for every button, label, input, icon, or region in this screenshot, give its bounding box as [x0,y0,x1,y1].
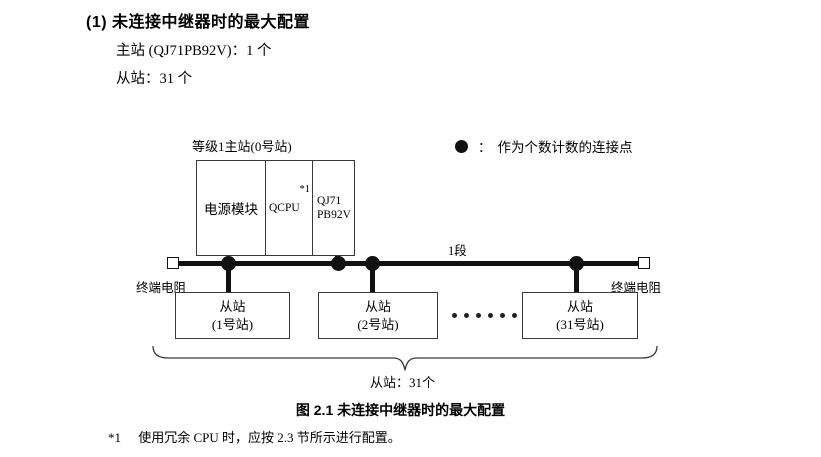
network-module-cell: QJ71 PB92V [313,161,354,255]
slave-station-number: (31号站) [556,316,604,332]
footnote: *1 使用冗余 CPU 时，应按 2.3 节所示进行配置。 [108,427,401,446]
footnote-marker: *1 [108,430,121,445]
terminal-resistor-right-label: 终端电阻 [611,281,662,295]
network-module-line2: PB92V [317,209,351,221]
figure-caption: 图 2.1 未连接中继器时的最大配置 [295,402,506,418]
qcpu-label: QCPU [269,202,300,214]
slave-group-caption: 从站：31个 [369,375,435,390]
terminal-resistor-left-label: 终端电阻 [136,281,187,295]
master-station-label: 等级1主站(0号站) [192,139,292,154]
ellipsis-dot [500,313,505,318]
ellipsis-dot [464,313,469,318]
bus-line [177,261,641,266]
slave-drop-line [574,266,579,292]
slave-drop-line [370,266,375,292]
qcpu-footnote-marker: *1 [299,184,311,195]
slave-group-caption-wrap: 从站：31个 [0,372,821,391]
footnote-text: 使用冗余 CPU 时，应按 2.3 节所示进行配置。 [138,430,401,445]
brace-shape [152,345,658,371]
connection-point-icon [569,256,584,271]
terminal-resistor-left-icon [167,257,179,269]
legend-colon: ： [478,140,492,155]
legend-label: 作为个数计数的连接点 [497,140,633,155]
connection-point-icon [365,256,380,271]
slave-title: 从站 [219,298,246,314]
slave-title: 从站 [364,298,391,314]
filled-circle-icon [455,139,468,153]
terminal-resistor-right-icon [638,257,650,269]
network-module-label: QJ71 PB92V [317,194,351,223]
slave-group-brace [150,345,660,372]
slave-station-box: 从站 (31号站) [522,292,638,339]
ellipsis-dot [488,313,493,318]
segment-label: 1段 [448,244,467,258]
master-station-box: 电源模块 QCPU *1 QJ71 PB92V [196,160,355,256]
power-module-label: 电源模块 [204,202,258,217]
network-module-line1: QJ71 [317,194,342,207]
ellipsis-dot [512,313,517,318]
spec-line-master: 主站 (QJ71PB92V)：1 个 [116,43,272,59]
page-title: (1) 未连接中继器时的最大配置 [86,14,311,31]
ellipsis-dot [452,313,457,318]
slave-station-box: 从站 (1号站) [175,292,290,339]
qcpu-cell: QCPU *1 [266,161,313,255]
slave-station-box: 从站 (2号站) [318,292,438,339]
slave-station-number: (1号站) [211,316,254,332]
slave-station-number: (2号站) [357,316,399,332]
ellipsis-dot [476,313,481,318]
legend: ： 作为个数计数的连接点 [455,136,633,156]
slave-drop-line [226,266,231,292]
spec-line-slave: 从站：31 个 [116,71,193,87]
slave-title: 从站 [566,298,593,314]
connection-point-icon [331,256,346,271]
connection-point-icon [221,256,236,271]
power-module-cell: 电源模块 [197,161,266,255]
heading-block: (1) 未连接中继器时的最大配置 主站 (QJ71PB92V)：1 个 从站：3… [86,8,310,88]
ellipsis-dots [452,313,517,318]
